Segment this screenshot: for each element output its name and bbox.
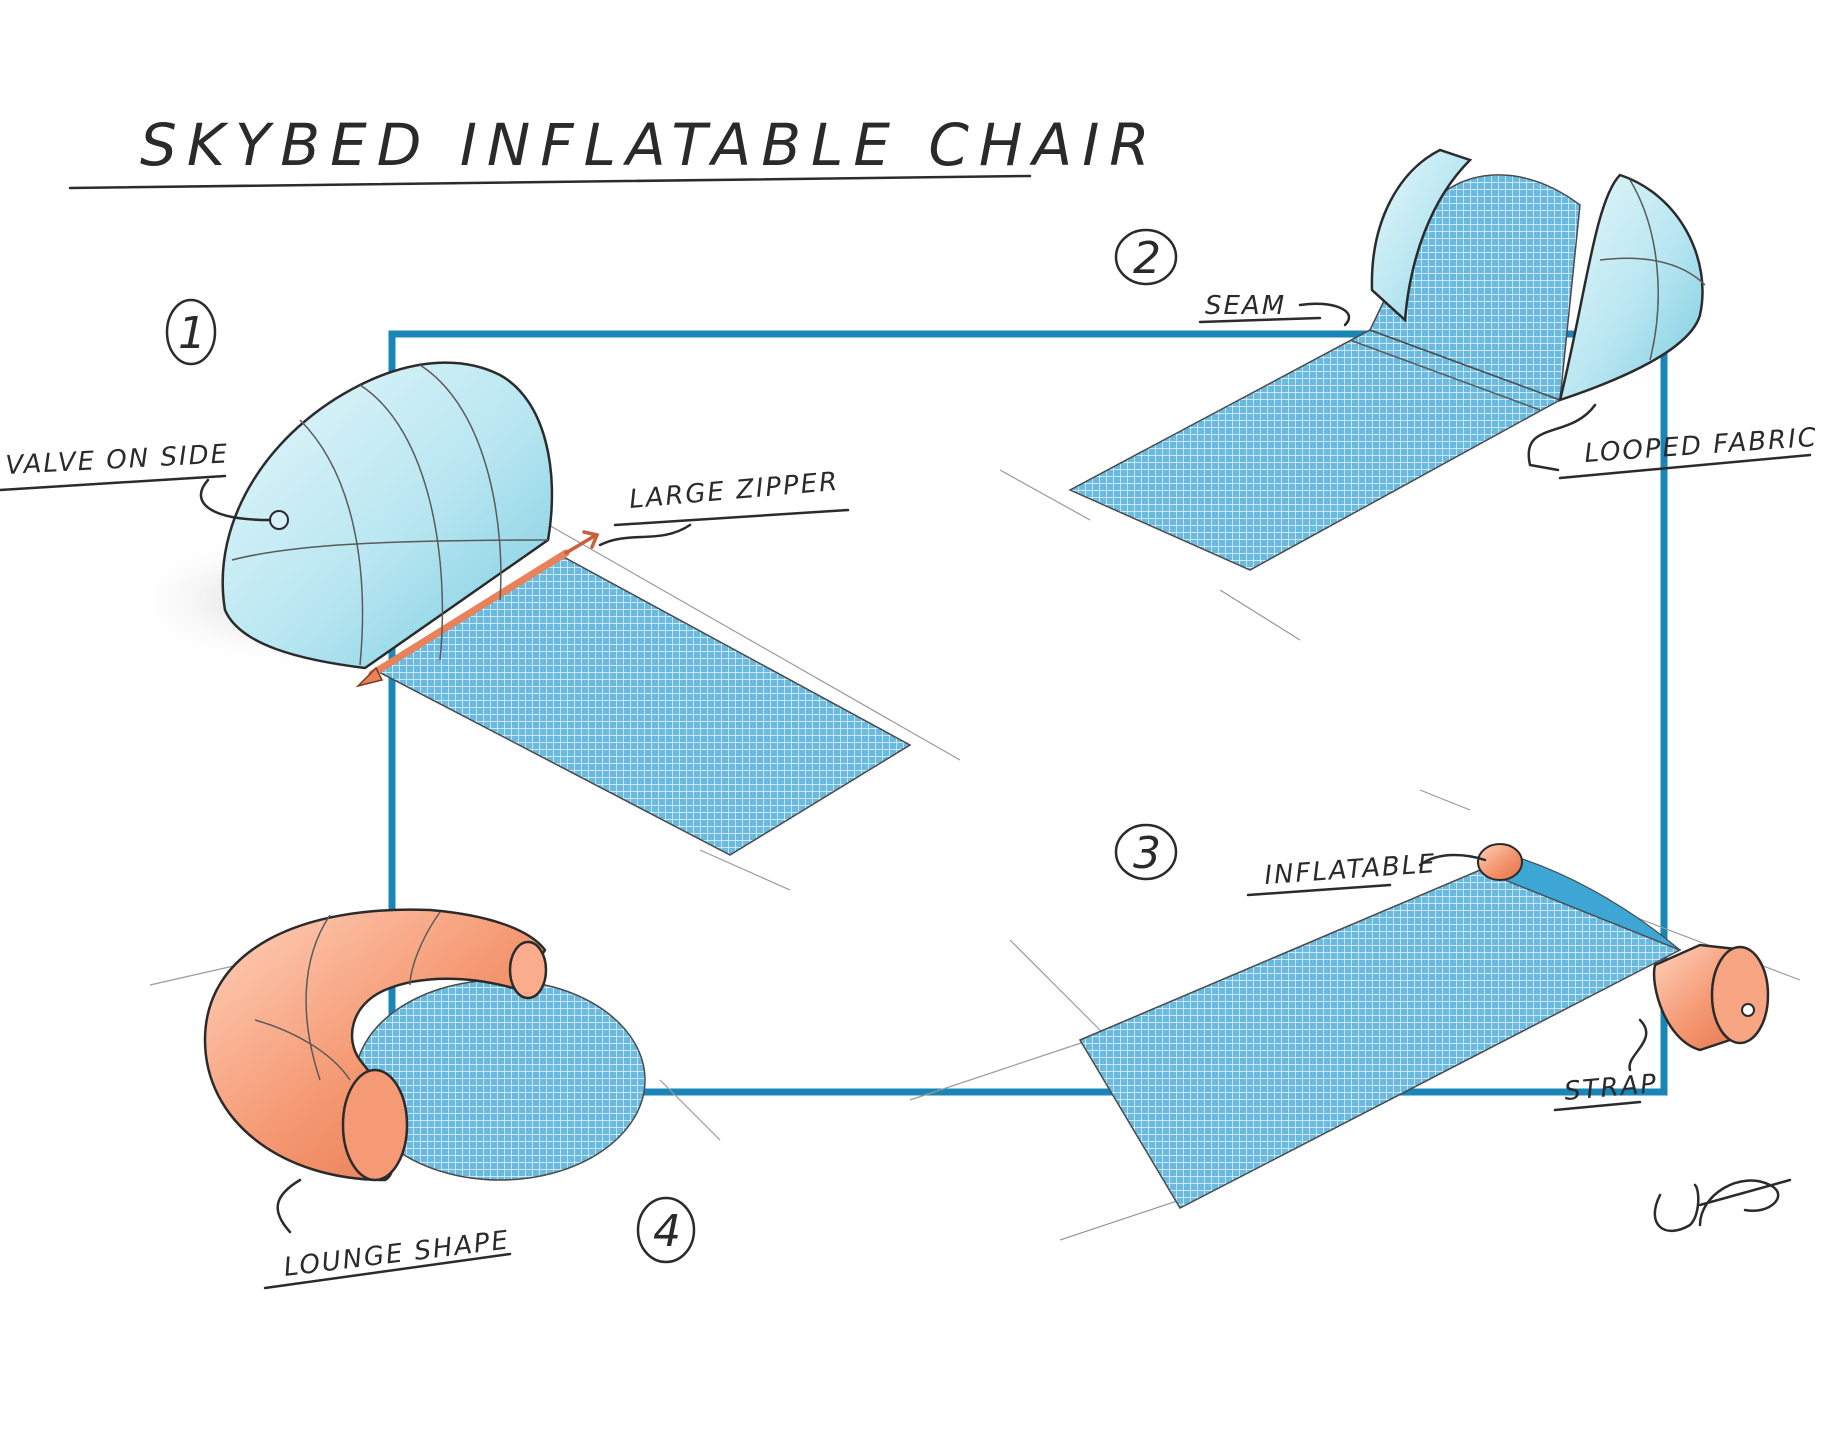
construction-line — [909, 1039, 1091, 1101]
chamber-seam — [359, 384, 444, 661]
lounge-leader-line — [276, 1178, 302, 1234]
clear-inflatable-left — [1370, 148, 1473, 323]
label-underline — [0, 474, 227, 492]
label-underline — [1558, 453, 1812, 480]
zipper-leader-line — [598, 523, 692, 547]
label-underline — [1246, 883, 1392, 897]
artist-signature — [1653, 1178, 1792, 1233]
construction-line — [999, 469, 1091, 521]
step-number-circle — [165, 298, 217, 366]
label-strap: STRAP — [1563, 1069, 1659, 1107]
step-3-illustration: INFLATABLE STRAP 3 — [909, 789, 1801, 1241]
label-valve-on-side: VALVE ON SIDE — [5, 439, 230, 481]
construction-line — [1009, 939, 1111, 1041]
title-underline — [68, 174, 1032, 190]
label-underline — [613, 508, 850, 527]
valve-icon — [269, 510, 289, 530]
chamber-seam — [1599, 257, 1706, 286]
seam-line — [1349, 339, 1541, 411]
step-number-4: 4 — [653, 1206, 681, 1257]
construction-line — [659, 1079, 721, 1141]
zipper-line — [368, 549, 570, 678]
orange-inflatable-small — [1477, 843, 1523, 881]
valve-leader-line — [199, 478, 272, 522]
label-underline — [1553, 1100, 1642, 1112]
inflatable-leader-line — [1418, 853, 1487, 867]
chamber-seam — [254, 1019, 351, 1081]
looped-fabric-leader-line — [1527, 403, 1597, 472]
arrow-icon — [564, 530, 600, 555]
construction-line — [699, 849, 791, 891]
chamber-seam — [1629, 179, 1659, 361]
step-1-illustration: VALVE ON SIDE LARGE ZIPPER 1 — [0, 298, 961, 891]
chamber-seam — [305, 914, 331, 1081]
step-number-1: 1 — [178, 308, 206, 359]
strap-leader-line — [1628, 1018, 1648, 1072]
ring-end-top — [508, 940, 548, 1000]
construction-line — [1059, 1199, 1181, 1241]
chamber-seam — [299, 419, 364, 666]
valve-icon — [1741, 1003, 1755, 1017]
step-4-illustration: LOUNGE SHAPE 4 — [149, 908, 721, 1290]
mesh-fabric — [1078, 869, 1682, 1209]
frame-rectangle — [388, 330, 1668, 1096]
label-large-zipper: LARGE ZIPPER — [628, 467, 840, 515]
roll-end — [1710, 945, 1770, 1045]
label-underline — [1198, 316, 1322, 324]
sheet-title: SKYBED INFLATABLE CHAIR — [140, 111, 1160, 179]
step-number-2: 2 — [1133, 233, 1161, 284]
clear-inflatable — [221, 361, 554, 670]
step-2-illustration: SEAM LOOPED FABRIC 2 — [999, 148, 1819, 641]
signature-stroke — [1653, 1178, 1792, 1233]
step-number-circle — [1114, 823, 1178, 881]
step-number-circle — [636, 1196, 696, 1264]
blue-frame — [388, 330, 1668, 1096]
chamber-seam — [409, 911, 441, 986]
construction-line — [1219, 589, 1301, 641]
ring-end-bottom — [341, 1068, 409, 1182]
step-number-3: 3 — [1133, 828, 1161, 879]
label-inflatable: INFLATABLE — [1263, 849, 1437, 891]
construction-line — [539, 519, 961, 761]
zipper-pull-icon — [355, 666, 384, 688]
label-looped-fabric: LOOPED FABRIC — [1583, 423, 1818, 469]
step-number-circle — [1114, 228, 1178, 286]
chamber-seam — [231, 539, 549, 561]
clear-inflatable-right — [1558, 173, 1704, 402]
title-block: SKYBED INFLATABLE CHAIR — [68, 111, 1160, 190]
construction-line — [1419, 789, 1471, 811]
label-underline — [263, 1252, 512, 1290]
label-seam: SEAM — [1205, 291, 1286, 321]
chamber-seam — [419, 364, 502, 601]
label-lounge-shape: LOUNGE SHAPE — [282, 1225, 511, 1282]
seam-leader-line — [1298, 302, 1351, 327]
